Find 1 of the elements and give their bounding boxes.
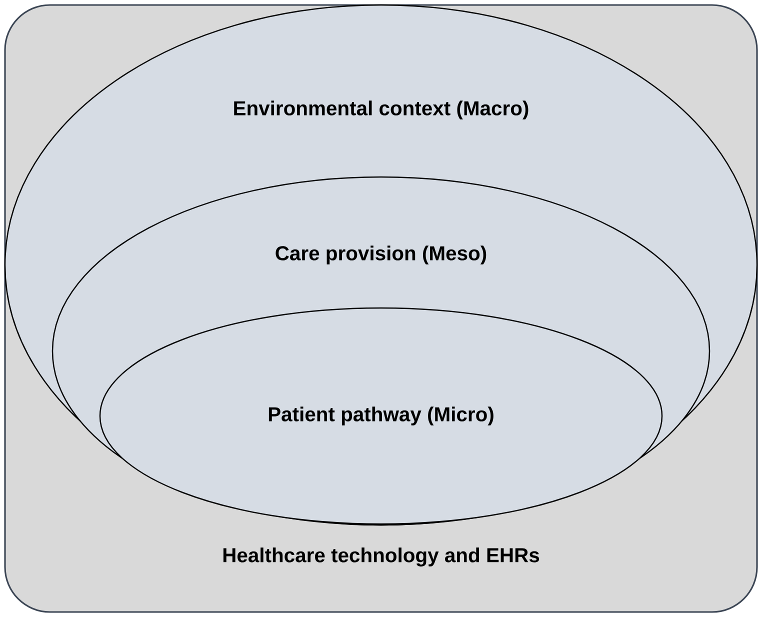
- oval: Patient pathway (Micro): [99, 307, 663, 525]
